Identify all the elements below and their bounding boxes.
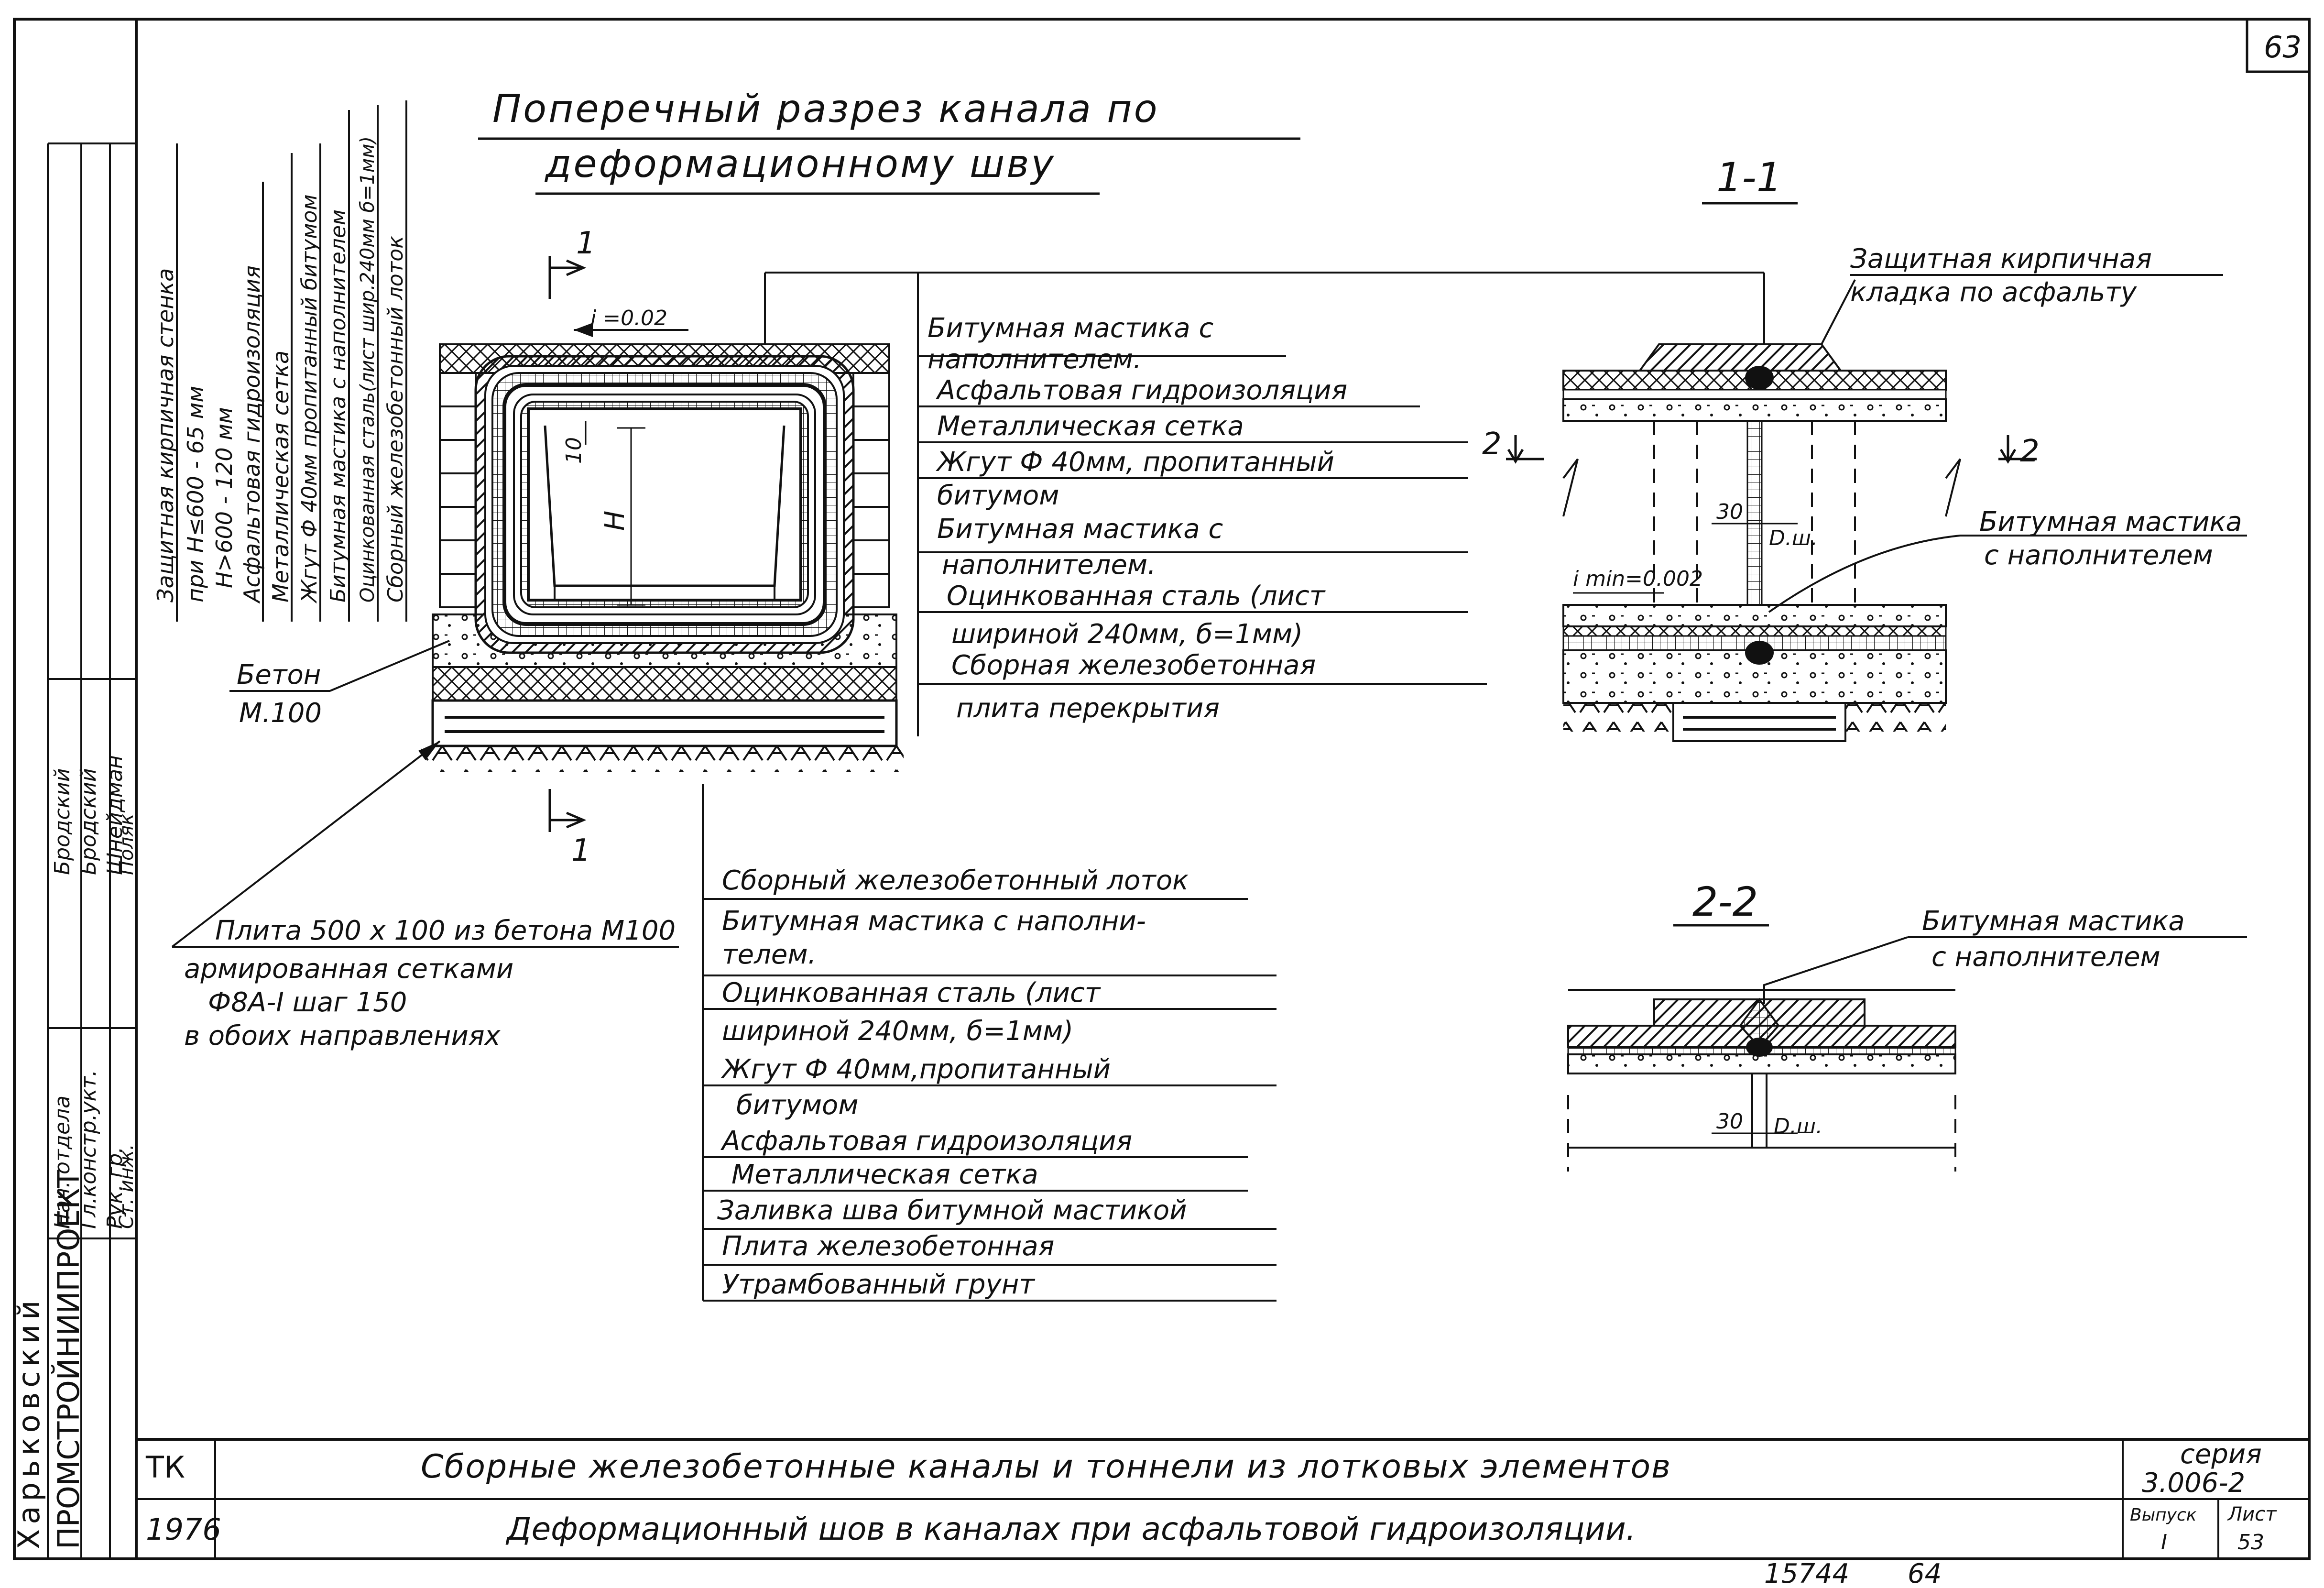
bottom-callout-tray: Сборный железобетонный лоток: [722, 865, 1189, 896]
callout-mastic-2b: наполнителем.: [942, 549, 1156, 580]
title-block-seria-value: 3.006-2: [2142, 1468, 2245, 1499]
bottom-callouts: Сборный железобетонный лоток Битумная ма…: [702, 784, 1277, 1302]
bottom-callout-soil: Утрамбованный грунт: [722, 1269, 1035, 1300]
bottom-callout-mastic: Битумная мастика с наполни-: [722, 906, 1146, 937]
title-block-line1: Сборные железобетонные каналы и тоннели …: [421, 1448, 1671, 1486]
footer-num-2: 64: [1908, 1558, 1942, 1588]
plate-note-line1: Плита 500 x 100 из бетона М100: [215, 915, 676, 946]
section-mark-bottom-label: 1: [571, 833, 591, 868]
title-line1: Поперечный разрез канала по: [492, 87, 1159, 131]
section-1-1-mastic-1: Битумная мастика: [1979, 506, 2242, 537]
layer-brick-h1: при H≤600 - 65 мм: [183, 386, 208, 602]
section-1-1-mark-right: 2: [2020, 434, 2040, 469]
beton-grade: М.100: [239, 698, 322, 729]
footer-num-1: 15744: [1764, 1558, 1849, 1588]
dim-ten: 10: [562, 437, 586, 464]
section-1-1-brick-label-2: кладка по асфальту: [1850, 277, 2137, 308]
plate-note: Плита 500 x 100 из бетона М100 армирован…: [171, 740, 679, 1051]
section-mark-bottom: [548, 789, 587, 832]
title-block-vypusk-value: I: [2161, 1530, 2167, 1555]
stamp-org-city: Харьковский: [11, 1296, 46, 1549]
layer-steel: Оцинкованная сталь(лист шир.240мм б=1мм): [357, 136, 379, 602]
title-block-list-value: 53: [2237, 1530, 2264, 1555]
plate-note-line2: армированная сетками: [184, 953, 513, 985]
section-mark-top-label: 1: [576, 226, 596, 261]
layer-tray: Сборный железобетонный лоток: [383, 236, 408, 602]
layer-brick-wall: Защитная кирпичная стенка: [153, 268, 178, 602]
layer-rope: Жгут Ф 40мм пропитанный битумом: [297, 194, 322, 604]
section-1-1-imin: i min=0.002: [1573, 567, 1703, 591]
bottom-callout-steel-b: шириной 240мм, б=1мм): [722, 1016, 1073, 1047]
section-2-2-title: 2-2: [1692, 878, 1758, 925]
stamp-role: Ст. инж.: [116, 1144, 138, 1229]
layer-mesh: Металлическая сетка: [268, 350, 294, 602]
stamp-role: Рук. гр.: [103, 1147, 127, 1229]
title-block-list-label: Лист: [2227, 1503, 2277, 1525]
callout-steel-b: шириной 240мм, б=1мм): [951, 619, 1303, 650]
stamp-role: Гл.констр.укт.: [76, 1070, 101, 1229]
stamp-name: Бродский: [50, 768, 75, 875]
callout-slab: Сборная железобетонная: [951, 650, 1316, 681]
stamp-org-name: ПРОМСТРОЙНИИПРОЕКТ: [51, 1170, 86, 1549]
callout-rope: Жгут Ф 40мм, пропитанный: [936, 447, 1334, 478]
title-block-code: ТК: [145, 1450, 185, 1485]
slope-label: i =0.02: [590, 306, 667, 330]
bottom-callout-plate: Плита железобетонная: [722, 1231, 1054, 1262]
section-1-1-dsh: D.ш.: [1769, 526, 1818, 550]
section-2-2-dsh: D.ш.: [1774, 1114, 1822, 1139]
callout-slab-b: плита перекрытия: [956, 693, 1220, 724]
plate-note-line4: в обоих направлениях: [184, 1020, 501, 1051]
sheet-frame: [13, 18, 2311, 1560]
layer-mastic: Битумная мастика с наполнителем: [326, 209, 350, 602]
title-block-line2: Деформационный шов в каналах при асфальт…: [505, 1511, 1636, 1547]
side-stamp-text: Харьковский ПРОМСТРОЙНИИПРОЕКТ Нач. отде…: [11, 755, 138, 1549]
layer-asphalt: Асфальтовая гидроизоляция: [239, 265, 265, 604]
main-title: Поперечный разрез канала по деформационн…: [478, 87, 1300, 195]
right-callouts: Битумная мастика с наполнителем. Асфальт…: [764, 272, 1764, 736]
bottom-callout-seam: Заливка шва битумной мастикой: [717, 1195, 1187, 1226]
side-stamp: [47, 142, 136, 1559]
layer-list: Защитная кирпичная стенка при H≤600 - 65…: [153, 100, 408, 622]
sheet-number: 63: [2264, 30, 2302, 65]
section-1-1-mastic-2: с наполнителем: [1984, 540, 2213, 571]
title-line2: деформационному шву: [544, 142, 1056, 186]
bottom-callout-rope-b: битумом: [736, 1090, 858, 1121]
section-1-1-title: 1-1: [1716, 154, 1782, 201]
bottom-callout-rope: Жгут Ф 40мм,пропитанный: [720, 1054, 1111, 1085]
dim-height: H: [600, 511, 631, 531]
title-block-seria-label: серия: [2180, 1439, 2262, 1470]
callout-steel: Оцинкованная сталь (лист: [947, 580, 1326, 612]
title-block: ТК 1976 Сборные железобетонные каналы и …: [145, 1439, 2277, 1555]
section-2-2-dim30: 30: [1716, 1109, 1743, 1134]
section-mark-top: [548, 256, 587, 299]
bottom-callout-mastic-b: телем.: [722, 939, 816, 970]
stamp-name: Бродский: [76, 768, 101, 875]
callout-rope-b: битумом: [937, 480, 1059, 511]
main-cross-section: H 10: [421, 343, 904, 772]
bottom-callout-steel: Оцинкованная сталь (лист: [722, 977, 1101, 1008]
stamp-role: Нач. отдела: [50, 1095, 75, 1229]
stamp-name: Шнейдман: [103, 755, 127, 875]
section-1-1-brick-label: Защитная кирпичная: [1850, 243, 2152, 274]
stamp-name: Поляк: [116, 814, 138, 875]
callout-asphalt: Асфальтовая гидроизоляция: [936, 375, 1347, 406]
title-block-vypusk-label: Выпуск: [2130, 1505, 2197, 1525]
plate-note-line3: Ф8А-I шаг 150: [208, 987, 407, 1018]
callout-mesh: Металлическая сетка: [937, 411, 1244, 442]
callout-mastic-2: Битумная мастика с: [937, 514, 1223, 545]
callout-mastic-1: Битумная мастика с: [927, 313, 1214, 344]
section-2-2: 2-2 Битумная мастика с наполнителем 30 D…: [1567, 878, 2247, 1172]
section-1-1-mark-left: 2: [1482, 427, 1502, 462]
beton-label: Бетон: [237, 659, 321, 690]
section-1-1-dim30: 30: [1716, 500, 1743, 524]
bottom-callout-mesh: Металлическая сетка: [731, 1159, 1038, 1190]
callout-mastic-1b: наполнителем.: [927, 344, 1142, 375]
section-1-1: 1-1 Защитная кирпичная кладка по асфальт…: [1482, 154, 2247, 742]
title-block-year: 1976: [146, 1512, 221, 1547]
section-2-2-mastic-2: с наполнителем: [1931, 942, 2160, 973]
section-2-2-mastic-1: Битумная мастика: [1922, 906, 2185, 937]
bottom-callout-asphalt: Асфальтовая гидроизоляция: [720, 1126, 1132, 1157]
layer-brick-h2: H>600 - 120 мм: [211, 407, 237, 588]
